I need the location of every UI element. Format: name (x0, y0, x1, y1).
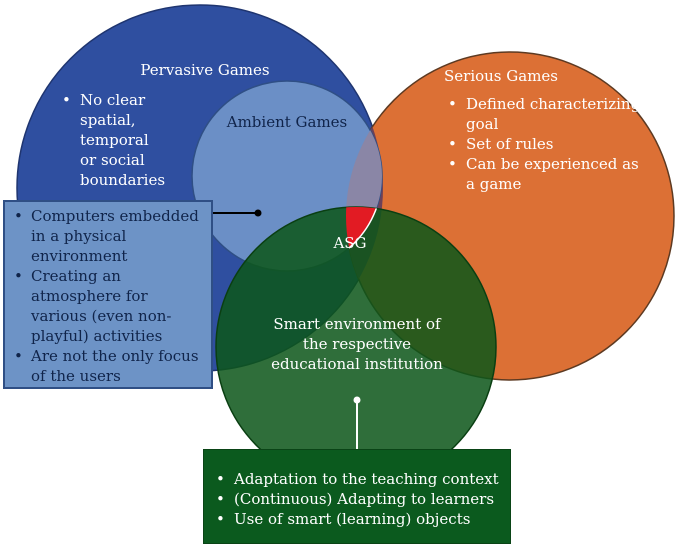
serious-games-title: Serious Games (444, 67, 559, 85)
ambient-bullet: Creating an atmosphere for various (even… (14, 266, 207, 346)
serious-bullet: Defined characterizing goal (448, 94, 644, 134)
pervasive-games-bullets: No clear spatial, temporal or social bou… (58, 90, 168, 190)
ambient-games-title: Ambient Games (226, 113, 348, 131)
smart-environment-title: Smart environment of the respective educ… (271, 315, 443, 373)
smart-bullet: Adaptation to the teaching context (216, 469, 506, 489)
ambient-connector-dot (254, 209, 262, 217)
serious-games-bullets: Defined characterizing goal Set of rules… (444, 94, 644, 194)
smart-bullet: Use of smart (learning) objects (216, 509, 506, 529)
pervasive-bullet: No clear spatial, temporal or social bou… (62, 90, 168, 190)
smart-bullet: (Continuous) Adapting to learners (216, 489, 506, 509)
serious-bullet: Set of rules (448, 134, 644, 154)
asg-label: ASG (333, 234, 367, 252)
ambient-description-box: Computers embedded in a physical environ… (3, 200, 213, 389)
ambient-bullet: Are not the only focus of the users (14, 346, 207, 386)
smart-connector-dot (353, 396, 361, 404)
serious-bullet: Can be experienced as a game (448, 154, 644, 194)
smart-description-box: Adaptation to the teaching context (Cont… (203, 449, 511, 544)
ambient-bullet: Computers embedded in a physical environ… (14, 206, 207, 266)
pervasive-games-title: Pervasive Games (140, 61, 270, 79)
